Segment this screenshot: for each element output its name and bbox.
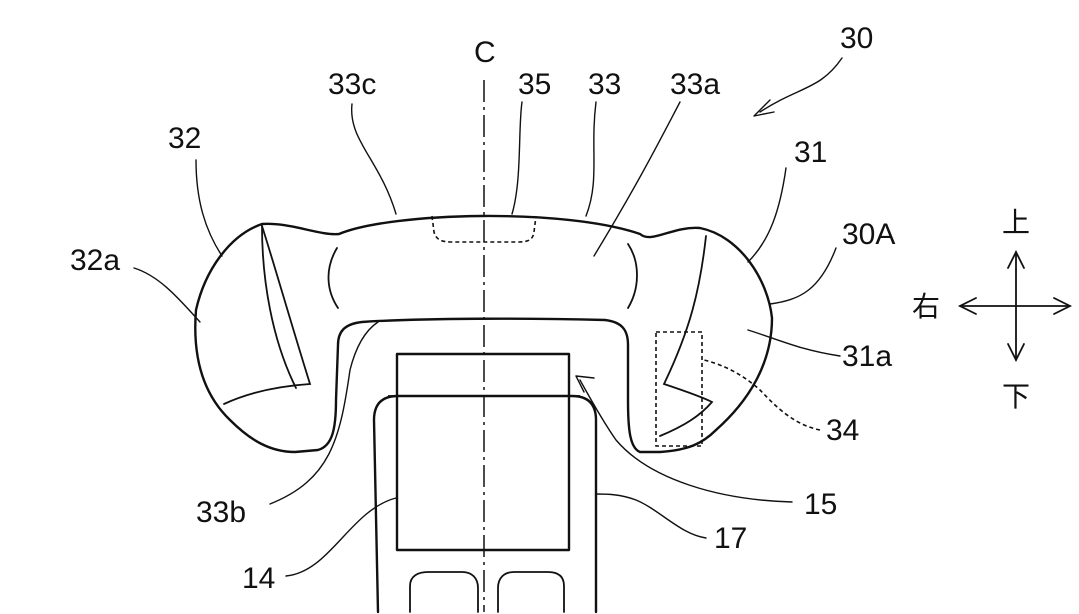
label-15: 15 (804, 488, 837, 521)
slot-left (409, 571, 479, 613)
direction-indicator (957, 249, 1073, 363)
leader-33b (269, 321, 379, 505)
label-34: 34 (826, 414, 859, 447)
label-33b: 33b (196, 496, 246, 529)
sensor-35-outline (431, 215, 537, 243)
leader-14 (285, 497, 397, 577)
label-35: 35 (518, 68, 551, 101)
indicator-34-box (655, 331, 703, 447)
label-32: 32 (168, 122, 201, 155)
arrowhead-up (1007, 249, 1025, 269)
label-17: 17 (714, 522, 747, 555)
direction-down-label: 下 (1002, 380, 1030, 413)
leader-32a (133, 267, 201, 323)
left-grip-contour (223, 225, 312, 405)
leader-17 (595, 493, 707, 539)
arrowhead-down (1007, 343, 1025, 363)
label-31a: 31a (842, 340, 892, 373)
leader-33a (593, 101, 681, 257)
label-30: 30 (840, 22, 873, 55)
leader-31 (747, 167, 787, 263)
arrowhead-right (1053, 297, 1073, 315)
leader-33c (351, 103, 397, 215)
slot-right (497, 571, 565, 613)
direction-right-label: 右 (912, 290, 940, 323)
label-33c: 33c (328, 68, 376, 101)
center-rim-right (627, 243, 638, 309)
leader-33 (585, 101, 597, 217)
column-cover-outline (372, 394, 598, 614)
label-33: 33 (588, 68, 621, 101)
body-outline (194, 214, 774, 454)
label-33a: 33a (670, 68, 720, 101)
arrowhead-15 (575, 375, 595, 393)
leader-30 (759, 57, 843, 113)
right-grip-contour (659, 235, 714, 437)
label-c: C (474, 36, 496, 69)
leader-30A (769, 247, 837, 305)
leader-15 (579, 379, 793, 503)
label-30A: 30A (842, 218, 895, 251)
display-unit (395, 352, 571, 552)
direction-up-label: 上 (1002, 206, 1030, 239)
arrowhead-left (957, 297, 977, 315)
leader-35 (511, 101, 523, 215)
left-grip-inner (261, 225, 297, 389)
leader-34 (703, 359, 821, 431)
label-32a: 32a (70, 244, 120, 277)
label-14: 14 (242, 562, 275, 595)
center-rim-left (327, 247, 339, 309)
leader-31a (747, 329, 841, 357)
label-31: 31 (794, 136, 827, 169)
leader-32 (195, 159, 223, 257)
arrowhead-30 (753, 99, 775, 117)
